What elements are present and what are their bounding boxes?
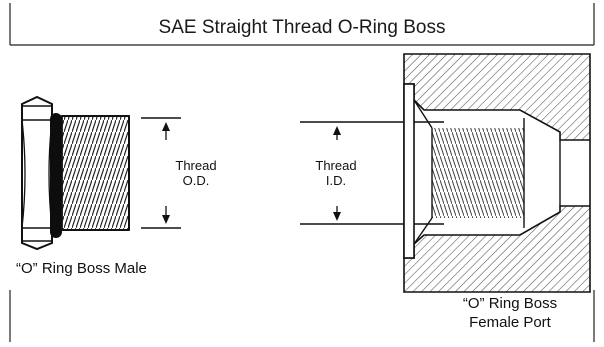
female-caption-line2: Female Port — [469, 314, 551, 331]
female-port — [403, 53, 591, 293]
hex-head — [21, 95, 53, 251]
frame — [9, 3, 595, 342]
female-dimension-label-line2: I.D. — [325, 173, 347, 188]
male-dimension-label-line1: Thread — [175, 158, 217, 173]
male-caption: “O” Ring Boss Male — [16, 260, 147, 277]
o-ring — [50, 113, 62, 238]
female-thread-id-dimension — [300, 121, 444, 225]
female-caption: “O” Ring Boss Female Port — [428, 294, 592, 332]
male-dimension-label-line2: O.D. — [182, 173, 210, 188]
male-dimension-label: Thread O.D. — [166, 158, 226, 188]
male-thread-od-dimension — [141, 117, 181, 229]
female-dimension-label-line1: Thread — [315, 158, 357, 173]
diagram-title: SAE Straight Thread O-Ring Boss — [158, 17, 446, 38]
female-caption-line1: “O” Ring Boss — [462, 295, 558, 312]
female-dimension-label: Thread I.D. — [306, 158, 366, 188]
male-fitting — [21, 95, 130, 251]
male-thread — [61, 115, 130, 231]
